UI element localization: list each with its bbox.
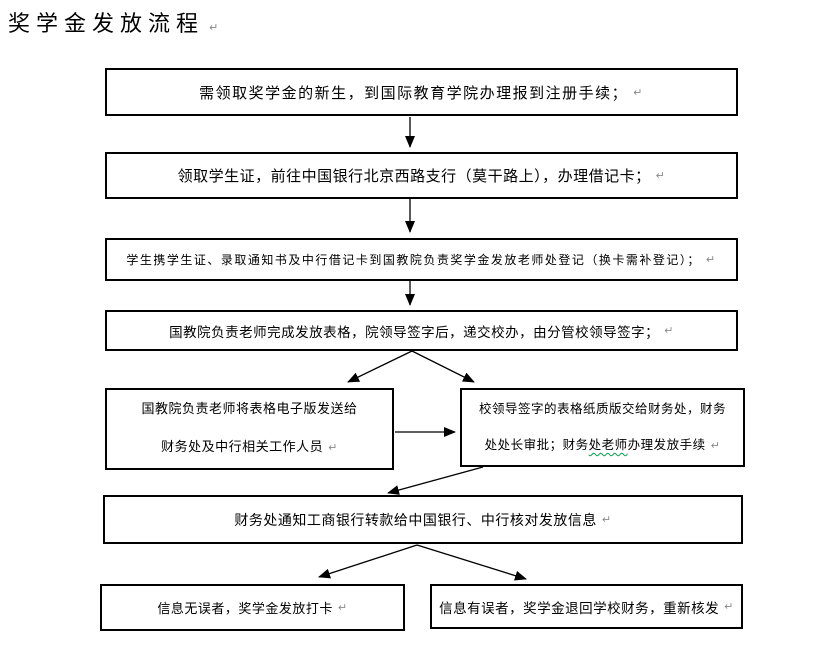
- flow-node-step4-text: 国教院负责老师完成发放表格，院领导签字后，递交校办，由分管校领导签字；: [169, 324, 660, 341]
- flow-node-step6-text: 财务处通知工商银行转款给中国银行、中行核对发放信息: [234, 512, 597, 529]
- arrow-step6-to-step7-right: [416, 544, 527, 581]
- paragraph-return-mark: ↵: [664, 324, 674, 337]
- flow-node-step2-text: 领取学生证，前往中国银行北京西路支行（莫干路上），办理借记卡；: [177, 167, 651, 185]
- paragraph-return-mark: ↵: [601, 513, 612, 526]
- arrow-step5-right-to-step6: [387, 466, 484, 495]
- flow-node-step3: 学生携学生证、录取通知书及中行借记卡到国教院负责奖学金发放老师处登记（换卡需补登…: [105, 238, 738, 281]
- flow-node-step1-text: 需领取奖学金的新生，到国际教育学院办理报到注册手续；: [199, 83, 629, 102]
- flow-node-step7-left: 信息无误者，奖学金发放打卡 ↵: [100, 584, 405, 631]
- page-title-text: 奖学金发放流程: [8, 12, 205, 37]
- flow-node-step5-left-line1: 国教院负责老师将表格电子版发送给: [141, 402, 358, 417]
- flow-node-step7-left-text: 信息无误者，奖学金发放打卡: [157, 602, 333, 617]
- paragraph-return-mark: ↵: [328, 441, 338, 454]
- flow-node-step6: 财务处通知工商银行转款给中国银行、中行核对发放信息 ↵: [103, 495, 743, 544]
- paragraph-return-mark: ↵: [705, 253, 717, 266]
- paragraph-return-mark: ↵: [710, 439, 721, 452]
- paragraph-return-mark: ↵: [655, 169, 666, 182]
- flow-node-step5-left-line2: 财务处及中行相关工作人员↵: [161, 440, 338, 455]
- spellcheck-flagged-text: 处老师: [588, 437, 628, 452]
- arrow-step4-to-step5-right: [411, 350, 475, 383]
- paragraph-return-mark: ↵: [337, 601, 348, 614]
- page-title: 奖学金发放流程 ↵: [8, 6, 218, 38]
- paragraph-return-mark: ↵: [724, 600, 734, 613]
- flow-node-step1: 需领取奖学金的新生，到国际教育学院办理报到注册手续； ↵: [105, 68, 738, 116]
- flow-node-step5-left: 国教院负责老师将表格电子版发送给 财务处及中行相关工作人员↵: [105, 388, 394, 470]
- flow-node-step2: 领取学生证，前往中国银行北京西路支行（莫干路上），办理借记卡； ↵: [105, 152, 738, 199]
- flow-node-step7-right: 信息有误者，奖学金退回学校财务，重新核发 ↵: [430, 584, 743, 629]
- flow-node-step3-text: 学生携学生证、录取通知书及中行借记卡到国教院负责奖学金发放老师处登记（换卡需补登…: [126, 253, 701, 267]
- arrow-step6-to-step7-left: [318, 544, 418, 579]
- paragraph-return-mark: ↵: [633, 85, 644, 99]
- flow-node-step7-right-text: 信息有误者，奖学金退回学校财务，重新核发: [439, 600, 720, 617]
- flow-node-step5-right-line1: 校领导签字的表格纸质版交给财务处，财务: [478, 401, 726, 416]
- paragraph-return-mark: ↵: [209, 21, 219, 34]
- flow-node-step5-right-line2: 处处长审批；财务处老师办理发放手续↵: [484, 437, 721, 452]
- flow-node-step4: 国教院负责老师完成发放表格，院领导签字后，递交校办，由分管校领导签字； ↵: [105, 310, 738, 351]
- arrow-step4-to-step5-left: [347, 350, 413, 383]
- flow-node-step5-right: 校领导签字的表格纸质版交给财务处，财务 处处长审批；财务处老师办理发放手续↵: [460, 388, 745, 467]
